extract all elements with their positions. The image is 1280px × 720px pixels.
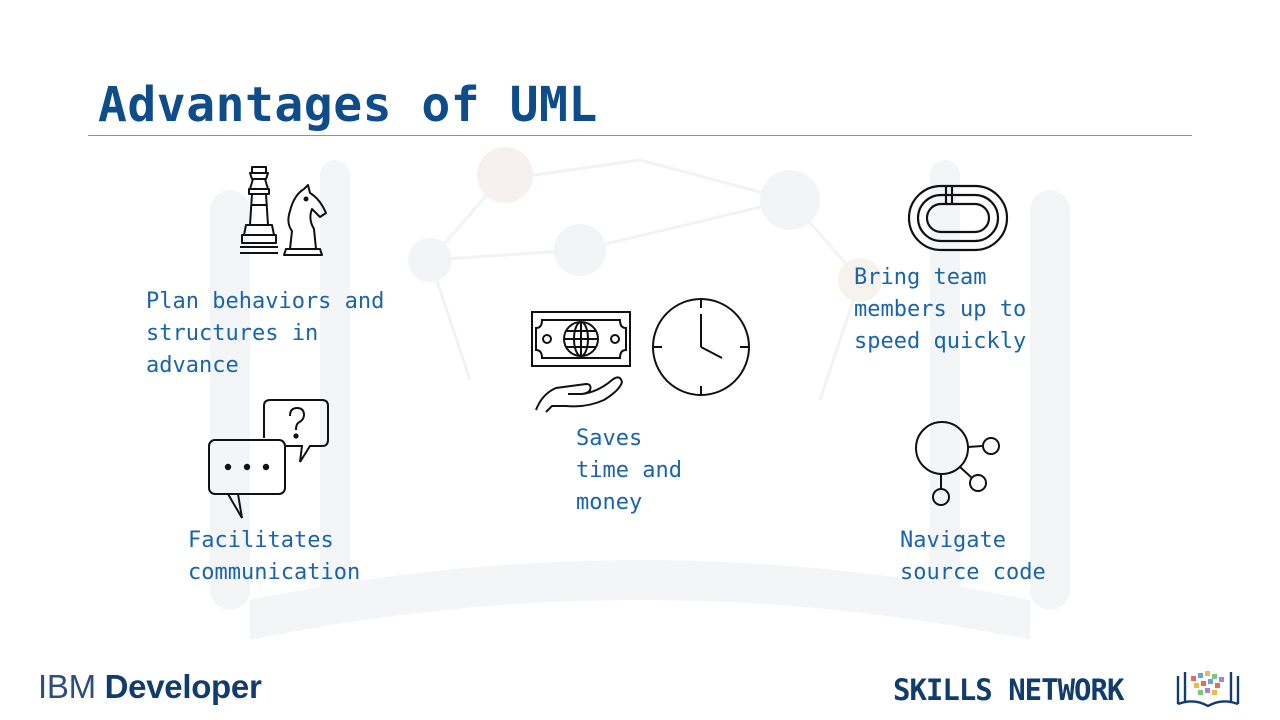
advantage-plan-caption: Plan behaviors and structures in advance bbox=[146, 289, 385, 378]
advantage-navigate-caption: Navigate source code bbox=[900, 528, 1046, 585]
chat-bubbles-icon bbox=[206, 398, 332, 522]
skills-network-book-icon bbox=[1174, 668, 1242, 714]
advantage-team-caption: Bring team members up to speed quickly bbox=[854, 265, 1027, 354]
advantage-communication-caption: Facilitates communication bbox=[188, 528, 361, 585]
brand-ibm: IBM bbox=[38, 668, 105, 705]
slide-title: Advantages of UML bbox=[98, 77, 598, 133]
advantage-savings-caption: Saves time and money bbox=[576, 426, 682, 515]
skills-network-logo: SKILLS NETWORK bbox=[893, 673, 1124, 707]
title-divider bbox=[88, 135, 1192, 136]
chess-pieces-icon bbox=[236, 165, 332, 257]
money-hand-icon bbox=[528, 308, 636, 414]
ibm-developer-logo: IBM Developer bbox=[38, 666, 262, 708]
brand-developer: Developer bbox=[104, 668, 262, 705]
clock-icon bbox=[650, 296, 752, 398]
running-track-icon bbox=[906, 183, 1010, 253]
node-network-icon bbox=[912, 420, 1004, 508]
